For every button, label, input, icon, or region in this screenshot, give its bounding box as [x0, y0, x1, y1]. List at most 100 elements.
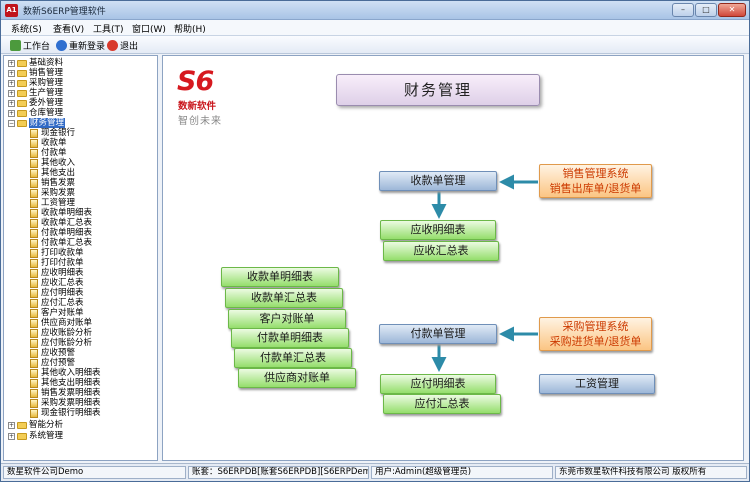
status-company: 数星软件公司Demo [3, 466, 186, 479]
tree-item-other-income-detail[interactable]: 其他收入明细表 [30, 368, 101, 378]
tree-item-sales[interactable]: +销售管理 [8, 68, 64, 78]
status-account: 账套：S6ERPDB[账套S6ERPDB][S6ERPDemoDB] [188, 466, 369, 479]
tree-item-receipt[interactable]: 收款单 [30, 138, 67, 148]
document-icon [30, 148, 38, 158]
tree-item-warehouse[interactable]: +仓库管理 [8, 108, 64, 118]
tree-item-other-expense-detail[interactable]: 其他支出明细表 [30, 378, 101, 388]
menu-tools[interactable]: 工具(T) [93, 25, 124, 35]
document-icon [30, 228, 38, 238]
document-icon [30, 368, 38, 378]
tree-item-purchase[interactable]: +采购管理 [8, 78, 64, 88]
module-tree[interactable]: +基础资料 +销售管理 +采购管理 +生产管理 +委外管理 +仓库管理 −财务管… [3, 55, 158, 461]
tree-item-sales-invoice[interactable]: 销售发票 [30, 178, 75, 188]
diagram-title: 财务管理 [336, 74, 540, 106]
customer-statement-button[interactable]: 客户对账单 [228, 309, 346, 329]
tree-item-pay-detail[interactable]: 应付明细表 [30, 288, 84, 298]
pay-summary-button[interactable]: 应付汇总表 [383, 394, 501, 414]
tree-item-recv-detail[interactable]: 应收明细表 [30, 268, 84, 278]
receipt-management-button[interactable]: 收款单管理 [379, 171, 497, 191]
tree-item-print-receipt[interactable]: 打印收款单 [30, 248, 84, 258]
tree-item-system[interactable]: +系统管理 [8, 431, 64, 441]
tree-item-outsource[interactable]: +委外管理 [8, 98, 64, 108]
tree-item-receipt-summary[interactable]: 收款单汇总表 [30, 218, 92, 228]
open-folder-icon [17, 119, 27, 127]
tree-item-finance[interactable]: −财务管理 [8, 118, 66, 128]
payment-management-button[interactable]: 付款单管理 [379, 324, 497, 344]
receipt-detail-report-button[interactable]: 收款单明细表 [221, 267, 339, 287]
folder-icon [17, 432, 27, 440]
toolbar: 工作台 重新登录 退出 [1, 36, 749, 54]
relogin-button[interactable]: 重新登录 [56, 38, 105, 52]
document-icon [30, 248, 38, 258]
recv-summary-button[interactable]: 应收汇总表 [383, 241, 499, 261]
tree-item-customer-statement[interactable]: 客户对账单 [30, 308, 84, 318]
document-icon [30, 258, 38, 268]
purchase-system-button[interactable]: 采购管理系统采购进货单/退货单 [539, 317, 652, 351]
tree-item-other-expense[interactable]: 其他支出 [30, 168, 75, 178]
close-button[interactable]: ✕ [718, 3, 746, 17]
tree-item-pay-summary[interactable]: 应付汇总表 [30, 298, 84, 308]
document-icon [30, 298, 38, 308]
tree-item-supplier-statement[interactable]: 供应商对账单 [30, 318, 92, 328]
salary-management-button[interactable]: 工资管理 [539, 374, 655, 394]
document-icon [30, 318, 38, 328]
workbench-icon [10, 39, 21, 51]
document-icon [30, 288, 38, 298]
tree-item-payment[interactable]: 付款单 [30, 148, 67, 158]
payment-summary-report-button[interactable]: 付款单汇总表 [234, 348, 352, 368]
tree-item-production[interactable]: +生产管理 [8, 88, 64, 98]
minimize-button[interactable]: – [672, 3, 694, 17]
exit-button[interactable]: 退出 [107, 38, 138, 52]
tree-item-recv-alert[interactable]: 应收预警 [30, 348, 75, 358]
tree-item-pay-aging[interactable]: 应付账龄分析 [30, 338, 92, 348]
menu-help[interactable]: 帮助(H) [174, 25, 206, 35]
document-icon [30, 218, 38, 228]
folder-icon [17, 79, 27, 87]
document-icon [30, 408, 38, 418]
tree-item-purchase-invoice[interactable]: 采购发票 [30, 188, 75, 198]
document-icon [30, 268, 38, 278]
menu-window[interactable]: 窗口(W) [132, 25, 166, 35]
relogin-label: 重新登录 [69, 41, 106, 52]
tree-item-cash-bank-detail[interactable]: 现金银行明细表 [30, 408, 101, 418]
tree-item-recv-summary[interactable]: 应收汇总表 [30, 278, 84, 288]
tree-item-other-income[interactable]: 其他收入 [30, 158, 75, 168]
tree-item-cash-bank[interactable]: 现金银行 [30, 128, 75, 138]
workbench-button[interactable]: 工作台 [10, 38, 50, 52]
flow-arrows [431, 174, 538, 372]
tree-item-salary[interactable]: 工资管理 [30, 198, 75, 208]
receipt-summary-report-button[interactable]: 收款单汇总表 [225, 288, 343, 308]
document-icon [30, 328, 38, 338]
menu-system[interactable]: 系统(S) [11, 25, 42, 35]
document-icon [30, 378, 38, 388]
folder-icon [17, 421, 27, 429]
tree-item-sales-invoice-detail[interactable]: 销售发票明细表 [30, 388, 101, 398]
maximize-button[interactable]: □ [695, 3, 717, 17]
tree-item-payment-summary[interactable]: 付款单汇总表 [30, 238, 92, 248]
tree-item-recv-aging[interactable]: 应收账龄分析 [30, 328, 92, 338]
folder-icon [17, 109, 27, 117]
tree-item-basic-data[interactable]: +基础资料 [8, 58, 64, 68]
menu-view[interactable]: 查看(V) [53, 25, 85, 35]
tree-item-payment-detail[interactable]: 付款单明细表 [30, 228, 92, 238]
recv-detail-button[interactable]: 应收明细表 [380, 220, 496, 240]
title-bar[interactable]: A1 数新S6ERP管理软件 – □ ✕ [1, 1, 749, 20]
document-icon [30, 128, 38, 138]
tree-item-receipt-detail[interactable]: 收款单明细表 [30, 208, 92, 218]
document-icon [30, 138, 38, 148]
menu-bar: 系统(S) 查看(V) 工具(T) 窗口(W) 帮助(H) [1, 20, 749, 36]
workbench-label: 工作台 [23, 41, 51, 52]
sales-system-button[interactable]: 销售管理系统销售出库单/退货单 [539, 164, 652, 198]
supplier-statement-button[interactable]: 供应商对账单 [238, 368, 356, 388]
tree-item-purchase-invoice-detail[interactable]: 采购发票明细表 [30, 398, 101, 408]
tree-item-pay-alert[interactable]: 应付预警 [30, 358, 75, 368]
tree-item-print-payment[interactable]: 打印付款单 [30, 258, 84, 268]
pay-detail-button[interactable]: 应付明细表 [380, 374, 496, 394]
logo-name: 数新软件 [178, 101, 217, 112]
document-icon [30, 338, 38, 348]
tree-item-analytics[interactable]: +智能分析 [8, 420, 64, 430]
folder-icon [17, 59, 27, 67]
folder-icon [17, 69, 27, 77]
payment-detail-report-button[interactable]: 付款单明细表 [231, 328, 349, 348]
app-logo-icon: A1 [5, 4, 18, 17]
